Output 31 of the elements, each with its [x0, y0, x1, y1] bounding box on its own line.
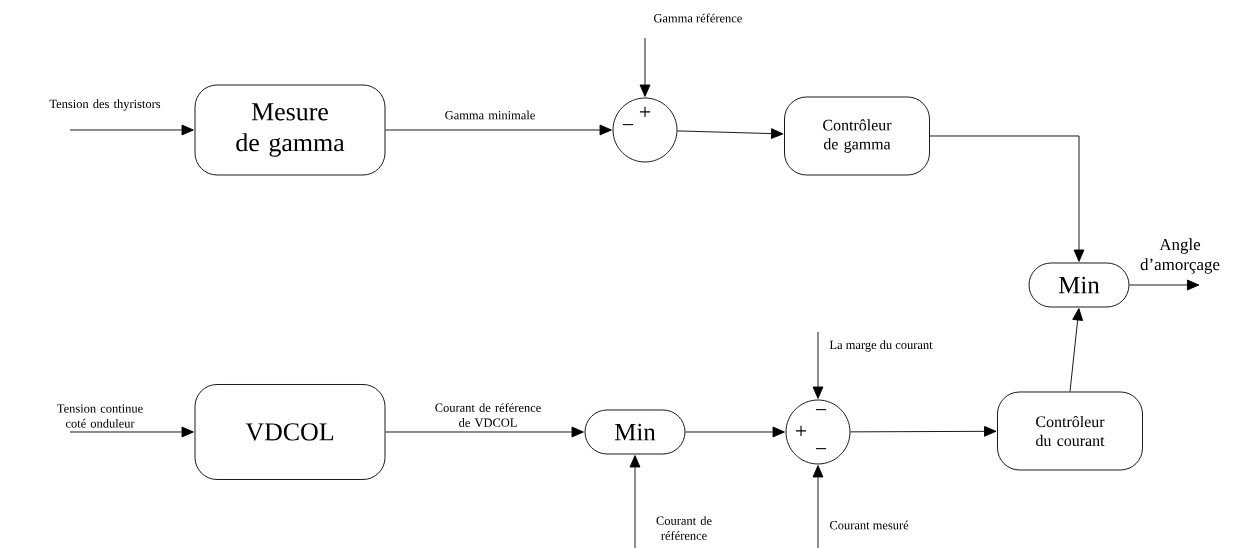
- arrow: [685, 426, 785, 438]
- arrow: [385, 426, 584, 438]
- edge-label: Courant mesuré: [829, 520, 909, 530]
- arrow: [639, 37, 651, 97]
- arrow: [677, 128, 784, 139]
- arrow: [1069, 308, 1083, 392]
- edge-label: Courant de référence: [656, 516, 712, 540]
- arrow: [929, 135, 1085, 262]
- summing-junction: + −: [612, 97, 678, 163]
- edge-label: Tension des thyristors: [49, 99, 161, 111]
- block-box: Contrôleur de gamma: [784, 96, 930, 176]
- edge-label: Gamma minimale: [445, 110, 535, 120]
- arrow: [69, 124, 194, 136]
- arrow: [812, 465, 824, 548]
- block-box: Mesure de gamma: [194, 84, 386, 176]
- arrow: [629, 455, 641, 548]
- edge-label: La marge du courant: [829, 340, 933, 352]
- block-box: Contrôleur du courant: [997, 391, 1143, 471]
- edge-label: Tension continue coté onduleur: [57, 404, 143, 428]
- arrow: [850, 425, 997, 437]
- arrow: [69, 426, 194, 438]
- min-block: Min: [1028, 262, 1130, 308]
- edge-label: Gamma référence: [653, 13, 742, 23]
- summing-junction: + − −: [785, 399, 851, 465]
- min-block: Min: [584, 409, 686, 455]
- arrow: [812, 331, 824, 399]
- edge-label: Angle d’amorçage: [1140, 238, 1220, 274]
- arrow: [385, 124, 612, 136]
- edge-label: Courant de référence de VDCOL: [435, 403, 541, 427]
- arrow: [1129, 279, 1200, 291]
- block-box: VDCOL: [194, 384, 386, 480]
